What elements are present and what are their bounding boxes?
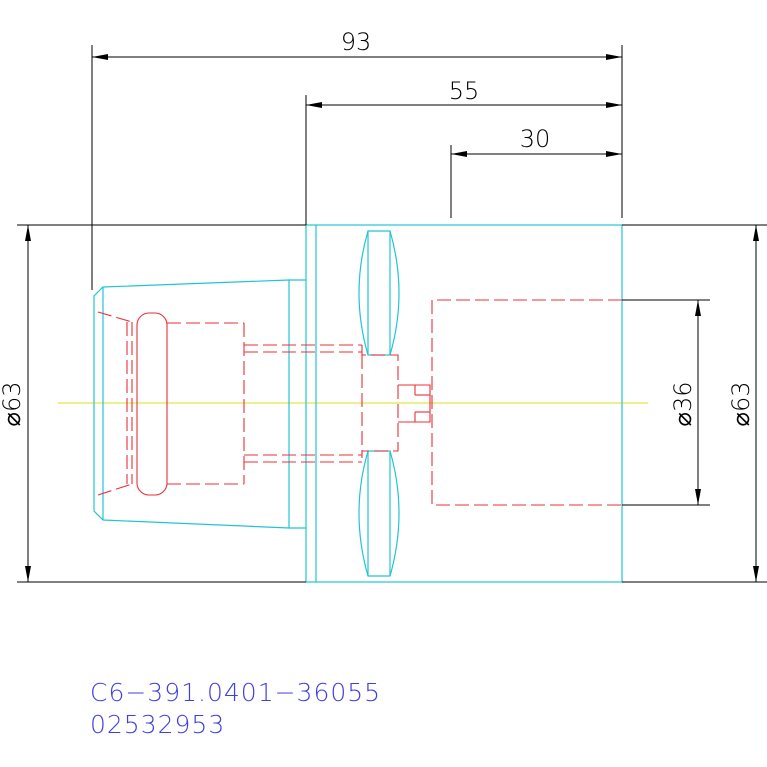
tool-outline bbox=[93, 224, 623, 583]
hidden-lines bbox=[97, 299, 622, 506]
dim-label-left-dia: ⌀63 bbox=[0, 382, 26, 427]
dim-label-93: 93 bbox=[341, 28, 372, 56]
collet-ring bbox=[136, 312, 168, 496]
dim-label-30: 30 bbox=[520, 125, 551, 153]
body-cylinder bbox=[315, 224, 623, 583]
dimensions bbox=[17, 45, 767, 583]
lower-coupling bbox=[358, 450, 400, 577]
right-bore bbox=[431, 299, 622, 506]
part-code: C6−391.0401−36055 bbox=[90, 678, 382, 707]
collar-step bbox=[288, 279, 306, 529]
part-number: 02532953 bbox=[90, 710, 226, 739]
dim-label-right-dia: ⌀63 bbox=[727, 382, 755, 427]
dim-label-bore-dia: ⌀36 bbox=[669, 382, 697, 427]
dim-label-55: 55 bbox=[449, 77, 480, 105]
upper-coupling bbox=[358, 230, 400, 356]
tapered-nose bbox=[93, 279, 290, 529]
